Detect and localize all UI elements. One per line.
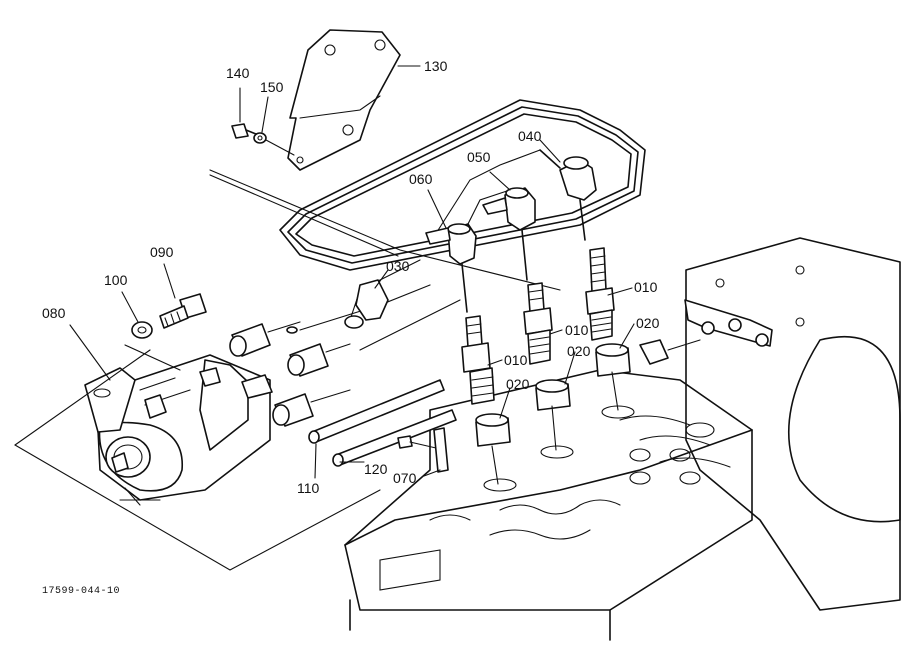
spark-plug-010-c — [461, 315, 495, 405]
label-120: 120 — [364, 461, 388, 477]
washer-100 — [131, 321, 153, 339]
engine-block — [344, 237, 901, 641]
bolt-090 — [159, 293, 207, 329]
label-020-c: 020 — [506, 376, 530, 392]
label-110: 110 — [297, 480, 320, 496]
label-130: 130 — [424, 58, 448, 74]
plug-seal-020-b — [535, 379, 571, 411]
label-020-b: 020 — [567, 343, 591, 359]
clamp-070 — [397, 427, 449, 473]
distributor-080 — [84, 354, 273, 506]
spark-plug-010-b — [523, 282, 553, 365]
plug-cap-050 — [482, 187, 536, 281]
label-010-c: 010 — [504, 352, 528, 368]
label-090: 090 — [150, 244, 174, 260]
label-060: 060 — [409, 171, 433, 187]
label-100: 100 — [104, 272, 128, 288]
washer-150 — [253, 132, 267, 144]
label-030: 030 — [386, 258, 410, 274]
label-070: 070 — [393, 470, 417, 486]
plug-cap-040 — [539, 149, 597, 241]
assembly-lines — [14, 344, 381, 571]
label-040: 040 — [518, 128, 542, 144]
plug-cap-060 — [425, 223, 477, 313]
label-080: 080 — [42, 305, 66, 321]
label-050: 050 — [467, 149, 491, 165]
plug-cap-030 — [344, 279, 389, 329]
pipe-110 — [308, 379, 445, 444]
pipe-120 — [332, 409, 457, 467]
bracket-130 — [287, 29, 401, 171]
plug-seal-020-c — [475, 413, 511, 447]
label-150: 150 — [260, 79, 284, 95]
plug-seal-020-a — [595, 343, 631, 377]
part-labels: 130 140 150 040 050 060 030 010 010 010 … — [42, 58, 660, 496]
leader-lines — [69, 65, 635, 479]
label-020-a: 020 — [636, 315, 660, 331]
lead-caps — [229, 321, 351, 427]
cord-harness — [209, 99, 646, 351]
label-010-b: 010 — [565, 322, 589, 338]
right-bracket — [639, 299, 773, 365]
reference-code: 17599-044-10 — [42, 586, 120, 597]
bolt-140 — [231, 123, 257, 139]
label-140: 140 — [226, 65, 250, 81]
spark-plug-010-a — [585, 247, 615, 341]
label-010-a: 010 — [634, 279, 658, 295]
